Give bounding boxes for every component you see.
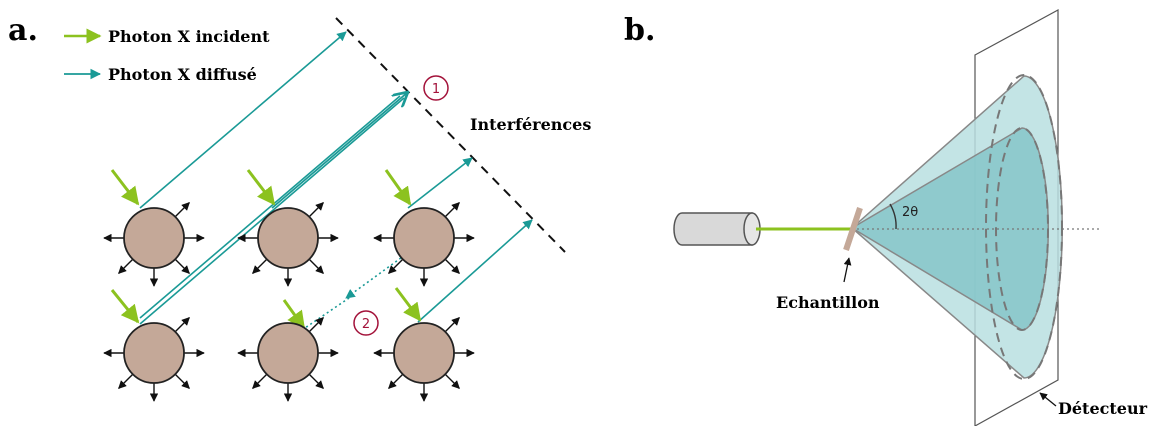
marker-1-circle — [423, 75, 449, 101]
emission-arrow — [308, 258, 324, 274]
marker-2-label: 2 — [362, 317, 370, 332]
incident-ray — [110, 169, 140, 206]
emission-arrow — [444, 258, 460, 274]
emission-arrow — [388, 258, 404, 274]
incident-ray — [110, 289, 140, 324]
panel-a: a. Photon X incident Photon X diffusé In… — [8, 13, 591, 402]
emission-arrow — [444, 373, 460, 389]
interference-wavefront — [335, 17, 566, 253]
panel-a-label: a. — [8, 13, 38, 48]
angle-arc — [889, 203, 897, 230]
emission-arrow — [174, 317, 190, 333]
legend-incident-label: Photon X incident — [108, 27, 270, 46]
incident-ray — [246, 169, 276, 206]
atom — [393, 207, 455, 269]
scattered-ray-dotted — [345, 254, 406, 299]
panel-b-label: b. — [624, 13, 655, 48]
scattered-ray — [407, 157, 473, 209]
scattered-ray — [417, 219, 533, 323]
angle-label: 2θ — [902, 205, 918, 220]
atom — [123, 207, 185, 269]
emission-arrow — [388, 373, 404, 389]
emission-arrow — [252, 258, 268, 274]
emission-arrow — [444, 317, 460, 333]
incident-ray — [394, 287, 422, 322]
emission-arrow — [308, 317, 324, 333]
emission-arrow — [444, 202, 460, 218]
marker-2-circle — [353, 310, 379, 336]
scattered-ray — [139, 97, 405, 325]
incident-ray — [384, 169, 412, 206]
marker-1-label: 1 — [432, 82, 440, 97]
incident-ray — [282, 299, 306, 330]
scattered-rays — [139, 31, 533, 331]
sample-pointer — [843, 257, 852, 283]
atom — [123, 322, 185, 384]
emission-arrow — [252, 373, 268, 389]
detector-label: Détecteur — [1058, 399, 1148, 418]
sample — [843, 207, 863, 251]
emission-arrow — [308, 202, 324, 218]
legend-scattered-label: Photon X diffusé — [108, 65, 257, 84]
scattered-ray — [139, 95, 401, 319]
atom — [257, 207, 319, 269]
scattered-ray-dotted — [301, 295, 353, 331]
marker-1: 1 — [423, 75, 449, 101]
incident-rays — [110, 169, 422, 330]
sample-label: Echantillon — [776, 293, 880, 312]
atom — [393, 322, 455, 384]
source-body — [673, 212, 753, 246]
atom-lattice — [103, 202, 475, 402]
scattered-ray — [139, 31, 347, 209]
emission-arrow — [118, 373, 134, 389]
emission-arrow — [308, 373, 324, 389]
detector-pointer — [1039, 392, 1057, 407]
outer-diffraction-ring — [985, 74, 1063, 380]
emission-arrow — [174, 258, 190, 274]
emission-arrow — [118, 258, 134, 274]
emission-arrow — [174, 373, 190, 389]
xray-source — [673, 212, 761, 246]
interference-label: Interférences — [470, 115, 591, 134]
scattered-ray — [271, 92, 408, 209]
atom — [257, 322, 319, 384]
legend: Photon X incident Photon X diffusé — [64, 27, 270, 84]
panel-b: b. 2θ Echantillon Détecteur — [624, 8, 1148, 426]
marker-2: 2 — [353, 310, 379, 336]
emission-arrow — [174, 202, 190, 218]
